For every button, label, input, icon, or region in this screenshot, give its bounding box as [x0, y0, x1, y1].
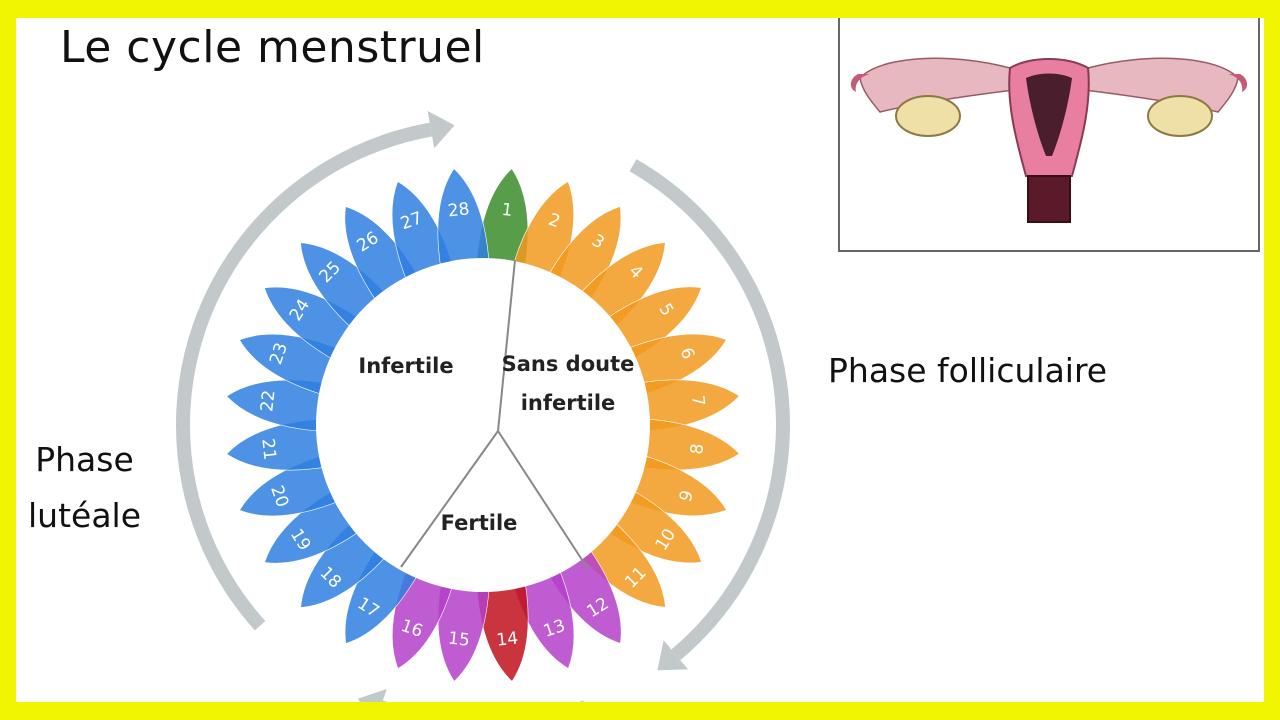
inner-disc [316, 258, 650, 592]
follicular-arrow-arc [629, 159, 790, 661]
zone-divider-1 [497, 259, 516, 432]
right-fimbria-shape [1228, 74, 1248, 92]
zone-sans-doute-line1: Sans doute [502, 352, 635, 376]
zone-divider-2 [400, 430, 499, 568]
zone-infertile-label: Infertile [358, 354, 453, 378]
uterine-cavity-shape [1026, 73, 1072, 156]
follicular-phase-label: Phase folliculaire [828, 351, 1108, 390]
luteal-phase-line1: Phase [35, 440, 134, 479]
day-label-8: 8 [687, 443, 708, 456]
day-label-22: 22 [257, 389, 279, 413]
day-label-15: 15 [447, 629, 471, 651]
luteal-phase-line2: lutéale [28, 496, 142, 535]
phase-arrows [176, 110, 790, 702]
uterus-illustration-box [838, 18, 1260, 252]
bottom-arrow-head [357, 689, 387, 702]
left-ovary-shape [895, 95, 961, 137]
day-petal-28 [437, 168, 490, 281]
zone-sans-doute-line2: infertile [521, 391, 616, 415]
left-fimbria-shape [850, 74, 870, 92]
day-label-21: 21 [257, 437, 279, 461]
luteal-arrow-head [427, 110, 455, 149]
left-tube-shape [859, 57, 1032, 113]
diagram-title: Le cycle menstruel [60, 22, 485, 73]
zone-divider-3 [497, 430, 589, 570]
day-label-14: 14 [495, 628, 519, 650]
follicular-arrow-head [657, 640, 689, 671]
day-label-7: 7 [687, 394, 708, 407]
zone-fertile-label: Fertile [441, 511, 518, 535]
luteal-arrow-arc [176, 122, 433, 631]
zone-dividers [400, 259, 589, 570]
cervix-shape [1027, 175, 1071, 223]
luteal-phase-label: Phase lutéale [28, 432, 141, 544]
right-ovary-shape [1147, 95, 1213, 137]
day-label-28: 28 [447, 199, 471, 221]
day-label-1: 1 [501, 200, 514, 221]
uterus-illustration [850, 57, 1248, 223]
